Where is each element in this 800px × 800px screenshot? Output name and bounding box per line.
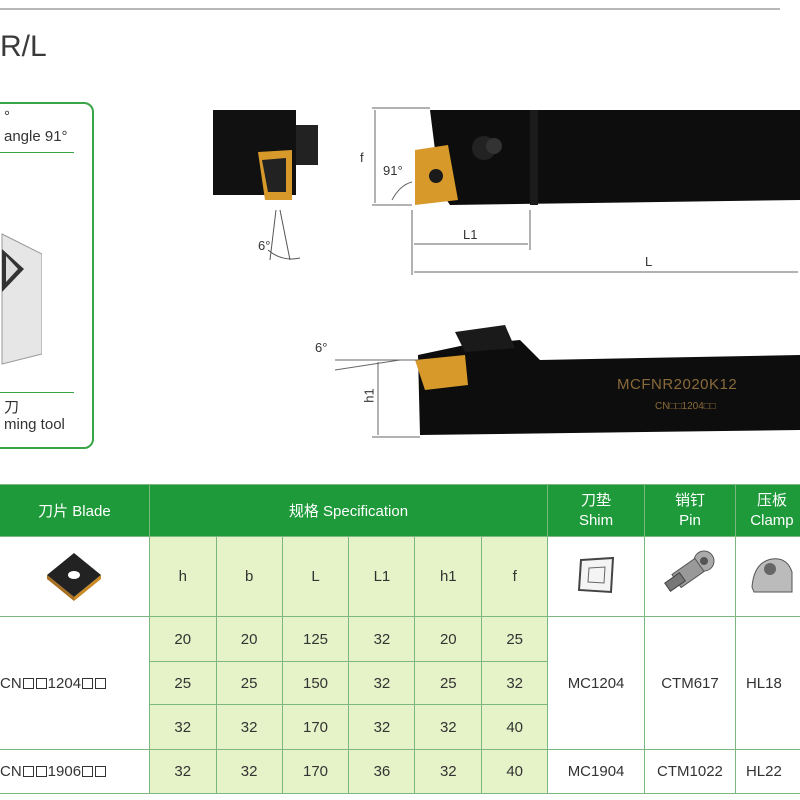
- clamp-icon: [751, 558, 793, 593]
- col-L1: L1: [348, 536, 416, 617]
- tool-holder-diagram: [213, 107, 800, 438]
- cell-f: 40: [481, 704, 549, 750]
- table-image-row: h b L L1 h1 f: [0, 536, 800, 617]
- pin-value: CTM1022: [644, 749, 736, 794]
- cell-h1: 32: [414, 704, 483, 750]
- cell-f: 25: [481, 616, 549, 662]
- col-b: b: [215, 536, 283, 617]
- clamp-value: HL18: [734, 616, 800, 750]
- header-pin: 销钉 Pin: [644, 484, 736, 537]
- info-line-1: °: [4, 108, 10, 125]
- col-f: f: [481, 536, 549, 617]
- shim-icon: [577, 556, 615, 593]
- dim-L1-label: L1: [463, 227, 478, 242]
- info-divider-2: [0, 392, 74, 393]
- blade-image-cell: [0, 536, 150, 617]
- cell-h1: 25: [414, 661, 483, 705]
- info-divider: [0, 152, 74, 153]
- pin-icon: [664, 550, 715, 592]
- cell-h: 32: [148, 749, 217, 794]
- table-row: 25 25 150 32 25 32: [0, 661, 800, 705]
- turning-insert-illustration: [1, 233, 42, 365]
- page-title: R/L: [0, 30, 47, 63]
- col-L: L: [281, 536, 350, 617]
- header-shim: 刀垫 Shim: [547, 484, 645, 537]
- blade-insert-icon: [47, 552, 102, 601]
- dim-f-label: f: [360, 150, 364, 165]
- info-line-2: angle 91°: [4, 128, 68, 145]
- top-view: [372, 107, 800, 275]
- header-clamp: 压板 Clamp: [734, 484, 800, 537]
- spec-table: 刀片 Blade 规格 Specification 刀垫 Shim 销钉 Pin…: [0, 484, 800, 794]
- cell-L: 125: [281, 616, 350, 662]
- cell-h: 25: [148, 661, 217, 705]
- table-header-row: 刀片 Blade 规格 Specification 刀垫 Shim 销钉 Pin…: [0, 484, 800, 537]
- cell-h: 20: [148, 616, 217, 662]
- angle-6-side-label: 6°: [315, 340, 328, 355]
- clamp-image-cell: [734, 536, 800, 617]
- top-divider: [0, 8, 780, 10]
- cell-h1: 32: [414, 749, 483, 794]
- dim-h1-label: h1: [361, 388, 377, 403]
- header-spec: 规格 Specification: [148, 484, 549, 537]
- header-shim-cn: 刀垫: [581, 491, 612, 509]
- shim-value: MC1904: [547, 749, 645, 794]
- angle-91-label: 91°: [383, 163, 403, 178]
- header-shim-en: Shim: [578, 511, 614, 529]
- info-line-3: 刀: [4, 399, 20, 416]
- cell-f: 32: [481, 661, 549, 705]
- shim-value: MC1204: [547, 616, 645, 750]
- header-pin-cn: 销钉: [674, 491, 705, 509]
- info-line-4: ming tool: [4, 416, 65, 433]
- side-view: [334, 325, 800, 438]
- shim-image-cell: [547, 536, 645, 617]
- cell-b: 20: [215, 616, 283, 662]
- header-pin-en: Pin: [679, 511, 701, 529]
- tool-info-box: ° angle 91° 刀 ming tool: [0, 102, 94, 449]
- cell-L1: 32: [348, 616, 416, 662]
- cell-h: 32: [148, 704, 217, 750]
- front-view: [213, 110, 318, 261]
- col-h: h: [148, 536, 217, 617]
- cell-L: 170: [281, 704, 350, 750]
- header-clamp-en: Clamp: [750, 511, 794, 529]
- cell-b: 32: [215, 704, 283, 750]
- angle-6-top-label: 6°: [258, 238, 271, 253]
- dim-L-label: L: [645, 254, 653, 269]
- header-blade: 刀片 Blade: [0, 484, 150, 537]
- cell-L1: 32: [348, 704, 416, 750]
- col-h1: h1: [414, 536, 483, 617]
- clamp-value: HL22: [734, 749, 800, 794]
- cell-L1: 32: [348, 661, 416, 705]
- pin-image-cell: [644, 536, 736, 617]
- cell-L1: 36: [348, 749, 416, 794]
- header-clamp-cn: 压板: [756, 491, 787, 509]
- holder-marking-2: CN□□1204□□: [655, 401, 716, 412]
- cell-L: 150: [281, 661, 350, 705]
- table-row: 32 32 170 32 32 40: [0, 704, 800, 750]
- pin-value: CTM617: [644, 616, 736, 750]
- cell-f: 40: [481, 749, 549, 794]
- cell-h1: 20: [414, 616, 483, 662]
- cell-L: 170: [281, 749, 350, 794]
- holder-marking: MCFNR2020K12: [617, 376, 738, 393]
- cell-b: 25: [215, 661, 283, 705]
- cell-b: 32: [215, 749, 283, 794]
